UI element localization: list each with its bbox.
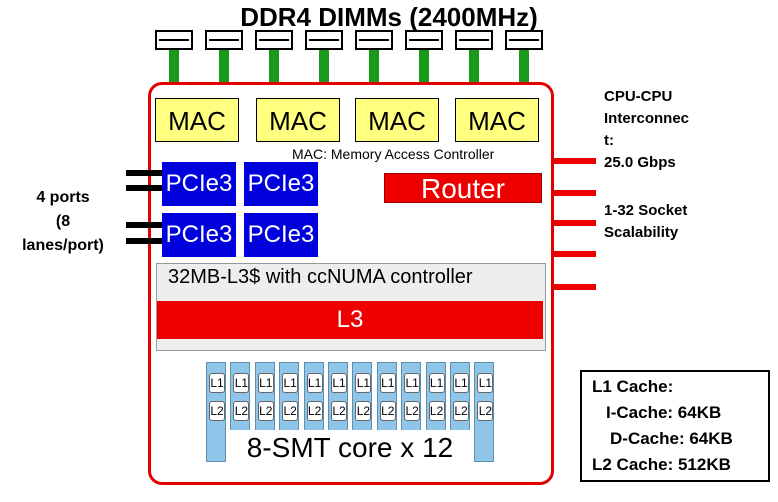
interconnect-line	[554, 190, 596, 196]
l2-cache-tag: L2	[355, 401, 372, 421]
l1-cache-tag: L1	[282, 373, 299, 393]
scalability-line: 1-32 Socket	[604, 202, 688, 219]
diagram-title: DDR4 DIMMs (2400MHz)	[240, 2, 538, 32]
l1-cache-tag: L1	[404, 373, 421, 393]
dimm-link	[219, 50, 229, 98]
l2-cache-tag: L2	[282, 401, 299, 421]
cache-legend: L1 Cache: I-Cache: 64KB D-Cache: 64KB L2…	[580, 370, 770, 482]
dimm-slot	[155, 30, 193, 50]
port-line	[126, 170, 166, 176]
pcie-block: PCIe3	[162, 162, 236, 206]
l2-cache-tag: L2	[331, 401, 347, 421]
l1-cache-tag: L1	[209, 373, 225, 393]
dimm-link	[419, 50, 429, 98]
l1-cache-tag: L1	[257, 373, 274, 393]
l3-caption: 32MB-L3$ with ccNUMA controller	[168, 266, 473, 288]
scalability-note: 1-32 Socket Scalability	[604, 200, 687, 244]
dimm-link	[319, 50, 329, 98]
dimm-slot	[205, 30, 243, 50]
dimm-slot	[355, 30, 393, 50]
interconnect-line	[554, 284, 596, 290]
dimm-link	[369, 50, 379, 98]
l2-cache-tag: L2	[306, 401, 323, 421]
ports-note: 4 ports (8 lanes/port)	[6, 186, 120, 258]
pcie-block: PCIe3	[244, 213, 318, 257]
l1-cache-tag: L1	[453, 373, 469, 393]
port-line	[126, 238, 166, 244]
l2-cache-tag: L2	[404, 401, 421, 421]
router-block: Router	[384, 173, 542, 204]
dimm-link	[269, 50, 279, 98]
interconnect-line-text: CPU-CPU	[604, 88, 673, 105]
pcie-block: PCIe3	[244, 162, 318, 206]
port-line	[126, 222, 166, 228]
l1-cache-tag: L1	[428, 373, 445, 393]
l3-bar: L3	[157, 301, 543, 339]
dimm-slot	[405, 30, 443, 50]
mac-block: MAC	[455, 98, 539, 142]
l2-cache-tag: L2	[477, 401, 494, 421]
port-line	[126, 185, 166, 191]
mac-block: MAC	[355, 98, 439, 142]
interconnect-line-text: t:	[604, 132, 614, 149]
legend-line: I-Cache: 64KB	[606, 403, 722, 422]
l2-cache-tag: L2	[453, 401, 469, 421]
dimm-slot	[455, 30, 493, 50]
mac-block: MAC	[155, 98, 239, 142]
l2-cache-tag: L2	[379, 401, 396, 421]
pcie-block: PCIe3	[162, 213, 236, 257]
legend-line: L2 Cache: 512KB	[592, 455, 731, 474]
l1-cache-tag: L1	[355, 373, 372, 393]
l1-cache-tag: L1	[379, 373, 396, 393]
dimm-link	[169, 50, 179, 98]
ports-line: 4 ports	[36, 189, 90, 206]
dimm-slot	[305, 30, 343, 50]
l1-cache-tag: L1	[477, 373, 494, 393]
interconnect-line-text: Interconnec	[604, 110, 690, 127]
mac-caption: MAC: Memory Access Controller	[292, 146, 495, 162]
interconnect-line	[554, 251, 596, 257]
interconnect-note: CPU-CPU Interconnec t: 25.0 Gbps	[604, 86, 689, 174]
interconnect-line	[554, 220, 596, 226]
dimm-slot	[505, 30, 543, 50]
l2-cache-tag: L2	[257, 401, 274, 421]
l1-cache-tag: L1	[233, 373, 250, 393]
l1-cache-tag: L1	[331, 373, 347, 393]
l2-cache-tag: L2	[233, 401, 250, 421]
l2-cache-tag: L2	[428, 401, 445, 421]
legend-line: L1 Cache:	[592, 377, 674, 396]
dimm-link	[519, 50, 529, 98]
l2-cache-tag: L2	[209, 401, 225, 421]
ports-line: (8	[55, 213, 71, 230]
core-label: 8-SMT core x 12	[230, 430, 470, 466]
interconnect-line	[554, 158, 596, 164]
interconnect-line-text: 25.0 Gbps	[604, 154, 676, 171]
ports-line: lanes/port)	[22, 237, 104, 254]
dimm-link	[469, 50, 479, 98]
scalability-line: Scalability	[604, 224, 679, 241]
legend-line: D-Cache: 64KB	[610, 429, 733, 448]
mac-block: MAC	[256, 98, 340, 142]
l1-cache-tag: L1	[306, 373, 323, 393]
dimm-slot	[255, 30, 293, 50]
